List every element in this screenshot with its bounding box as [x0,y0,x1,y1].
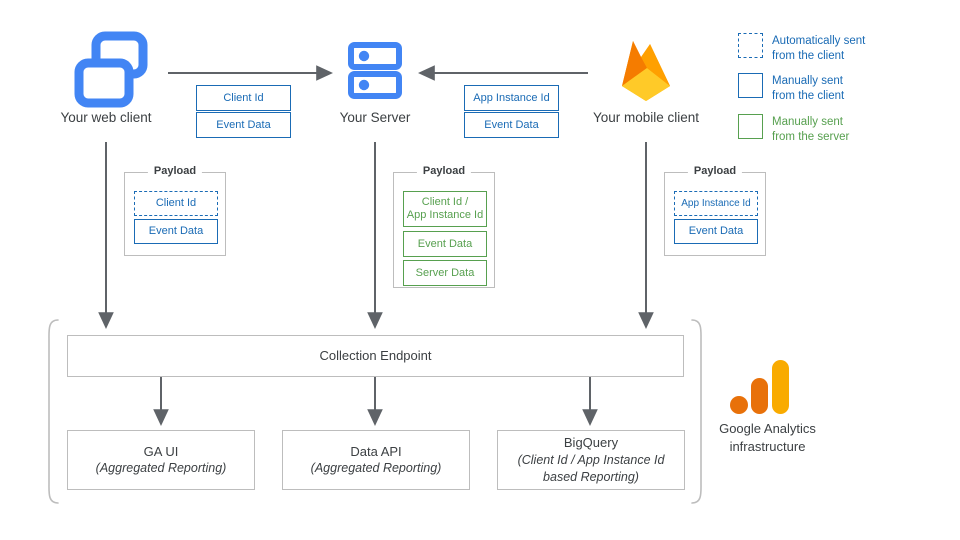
payload-server: Payload Client Id / App Instance Id Even… [393,165,495,288]
payload-mobile-title: Payload [687,165,743,177]
legend-item-manual-client: Manually sent from the client [738,73,844,104]
output-title-bigquery: BigQuery [563,435,619,451]
server-racks-icon [348,42,402,99]
payload-server-title: Payload [416,165,472,177]
collection-endpoint-box: Collection Endpoint [67,335,684,377]
output-box-data-api: Data API (Aggregated Reporting) [282,430,470,490]
output-subtitle-ga-ui: (Aggregated Reporting) [95,461,227,476]
payload-server-item-event-data: Event Data [403,231,487,257]
payload-web-item-event-data: Event Data [134,219,218,244]
payload-mobile-item-event-data: Event Data [674,219,758,244]
output-box-ga-ui: GA UI (Aggregated Reporting) [67,430,255,490]
legend-item-auto-client: Automatically sent from the client [738,33,865,64]
server-label: Your Server [339,110,411,125]
mobile-client-label: Your mobile client [592,110,700,125]
output-title-data-api: Data API [350,443,402,459]
infrastructure-brace-left [48,319,59,504]
legend-swatch-solid-blue [738,73,763,98]
output-title-ga-ui: GA UI [143,443,179,459]
legend-item-manual-server: Manually sent from the server [738,114,849,145]
legend-label-manual-server: Manually sent from the server [772,116,850,144]
browser-windows-icon [74,31,148,108]
output-subtitle-bigquery: (Client Id / App Instance Id based Repor… [517,452,665,484]
legend-label-auto-client: Automatically sent from the client [772,35,866,63]
legend-swatch-solid-green [738,114,763,139]
payload-mobile-client: Payload App Instance Id Event Data [664,165,766,256]
transfer-chip-event-data: Event Data [196,112,291,138]
ga-infrastructure-label: Google Analytics infrastructure [719,421,816,454]
google-analytics-logo [730,360,789,414]
transfer-chip-app-instance-id: App Instance Id [464,85,559,111]
legend-swatch-dashed-blue [738,33,763,58]
payload-mobile-item-app-instance-id: App Instance Id [674,191,758,216]
firebase-flame-icon [622,41,670,101]
payload-web-title: Payload [147,165,203,177]
payload-web-item-client-id: Client Id [134,191,218,216]
legend-label-manual-client: Manually sent from the client [772,75,845,103]
web-client-label: Your web client [60,110,152,125]
transfer-chip-client-id: Client Id [196,85,291,111]
infrastructure-brace-right [691,319,702,504]
output-subtitle-data-api: (Aggregated Reporting) [310,461,442,476]
collection-endpoint-label: Collection Endpoint [319,348,432,364]
payload-server-item-id: Client Id / App Instance Id [403,191,487,227]
payload-server-item-server-data: Server Data [403,260,487,286]
output-box-bigquery: BigQuery (Client Id / App Instance Id ba… [497,430,685,490]
transfer-chip-event-data-mobile: Event Data [464,112,559,138]
payload-web-client: Payload Client Id Event Data [124,165,226,256]
